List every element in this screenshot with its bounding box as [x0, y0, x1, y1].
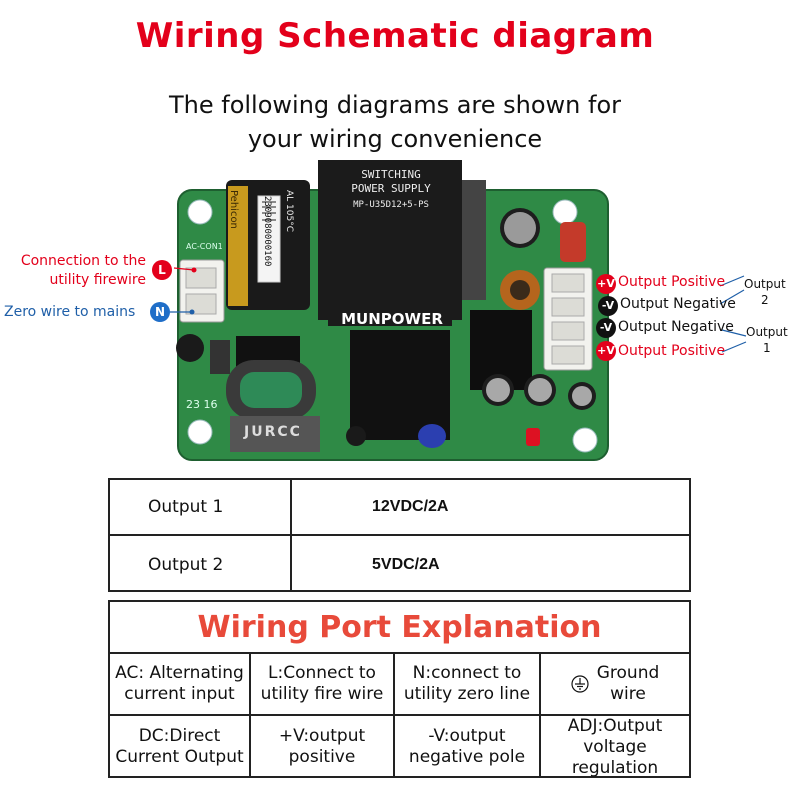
cell-text: AC: Alternating — [115, 663, 244, 683]
mount-hole-bl — [187, 419, 213, 445]
live-badge: L — [152, 260, 172, 280]
neutral-wire-label: Zero wire to mains — [4, 304, 136, 320]
table-row: Output 2 5VDC/2A — [110, 537, 689, 593]
brand-label: MUNPOWER — [341, 310, 443, 328]
output-2-word: Output — [744, 277, 786, 291]
table-row: Output 1 12VDC/2A — [110, 480, 689, 536]
neg-badge-1: -V — [596, 318, 616, 338]
cell-text: DC:Direct — [138, 726, 221, 746]
cap-brand: Pehicon — [228, 190, 239, 229]
output-1-number: 1 — [763, 341, 771, 355]
subtitle-line-1: The following diagrams are shown for — [168, 91, 622, 119]
subtitle-line-2: your wiring convenience — [247, 125, 543, 153]
pcb-svg — [170, 160, 747, 461]
subtitle: The following diagrams are shown for you… — [120, 88, 670, 156]
transformer-label: SWITCHING POWER SUPPLY MP-U35D12+5-PS — [332, 168, 450, 212]
output-spec-table: Output 1 12VDC/2A Output 2 5VDC/2A — [108, 478, 691, 592]
cell-text: N:connect to — [412, 663, 522, 683]
model-text: MP-U35D12+5-PS — [353, 200, 429, 210]
output-1-name: Output 1 — [148, 497, 224, 517]
output-2-number: 2 — [761, 293, 769, 307]
output-2-value: 5VDC/2A — [372, 556, 440, 573]
output-1-group-label: Output 1 — [746, 324, 788, 356]
output-positive-2: Output Positive — [618, 274, 726, 290]
pos-badge-1: +V — [596, 341, 616, 361]
output-2-group-label: Output 2 — [744, 276, 786, 308]
output-2-name: Output 2 — [148, 555, 224, 575]
neg-badge-2: -V — [598, 296, 618, 316]
cell-text: -V:output — [428, 726, 506, 746]
cell-text: current input — [124, 684, 235, 704]
neutral-badge: N — [150, 302, 170, 322]
live-label-line-1: Connection to the — [20, 253, 146, 269]
cap-rating: AL 105°C — [284, 190, 294, 232]
output-negative-1: Output Negative — [618, 319, 734, 335]
transformer-text-1: SWITCHING — [361, 168, 421, 181]
output-positive-1: Output Positive — [618, 343, 726, 359]
port-table-title: Wiring Port Explanation — [110, 602, 689, 654]
output-1-value: 12VDC/2A — [372, 498, 449, 515]
mount-hole-br — [572, 427, 598, 453]
barcode-number: 2309080000160 — [262, 196, 272, 267]
live-label-line-2: utility firewire — [49, 272, 146, 288]
mount-hole-tr — [552, 199, 578, 225]
output-negative-2: Output Negative — [620, 296, 736, 312]
dc-connector — [543, 267, 593, 371]
pcb-illustration: SWITCHING POWER SUPPLY MP-U35D12+5-PS MU… — [0, 160, 790, 470]
cell-text: +V:output — [278, 726, 366, 746]
ac-con-label: AC-CON1 — [186, 242, 223, 251]
cell-text: L:Connect to — [268, 663, 376, 683]
live-wire-label: Connection to the utility firewire — [10, 252, 146, 290]
cell-text: negative pole — [408, 747, 526, 767]
cell-text: Ground — [596, 663, 660, 683]
cell-text: ADJ:Output — [567, 715, 663, 736]
cell-text: Current Output — [115, 747, 244, 767]
board-text: 23 16 — [186, 398, 218, 411]
cell-text: wire — [610, 684, 646, 704]
page-title: Wiring Schematic diagram — [135, 16, 655, 56]
transformer-text-2: POWER SUPPLY — [351, 182, 431, 195]
cell-text: voltage regulation — [571, 736, 659, 778]
pos-badge-2: +V — [596, 274, 616, 294]
heatsink-center — [350, 330, 450, 440]
cell-text: utility zero line — [403, 684, 531, 704]
cell-text: utility fire wire — [260, 684, 384, 704]
output-1-word: Output — [746, 325, 788, 339]
transformer — [318, 160, 462, 320]
mount-hole-tl — [187, 199, 213, 225]
cell-text: positive — [288, 747, 356, 767]
ground-icon — [571, 675, 589, 693]
choke-label: JURCC — [244, 424, 302, 440]
choke-block — [230, 416, 320, 452]
